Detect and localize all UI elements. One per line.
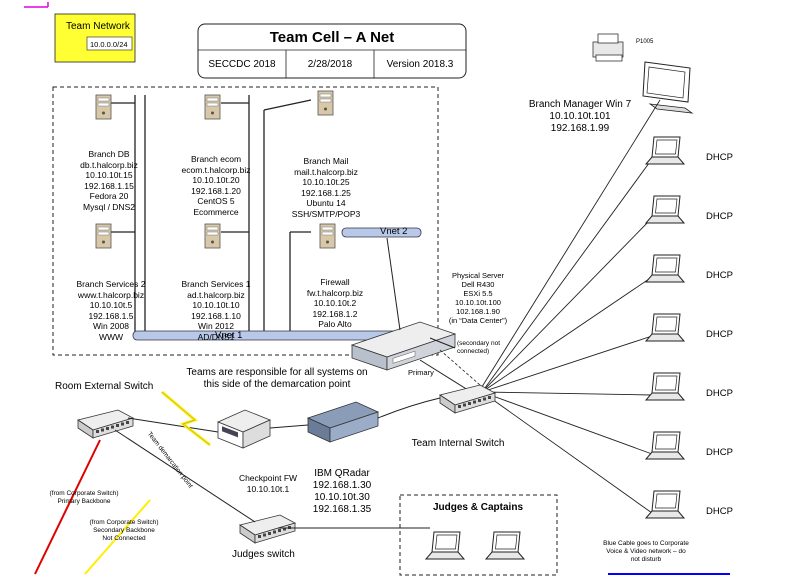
dhcp-label: DHCP [706, 506, 733, 517]
dhcp-cable [481, 391, 653, 455]
dhcp-label: DHCP [706, 388, 733, 399]
laptop-icon [485, 531, 525, 560]
checkpoint-fw-icon [216, 409, 272, 449]
laptop-icon [645, 136, 685, 165]
laptop-icon [645, 490, 685, 519]
server-icon [317, 90, 334, 116]
diagram-date: 2/28/2018 [307, 59, 353, 70]
laptop-icon [425, 531, 465, 560]
laptop-icon [645, 372, 685, 401]
team-network-subnet-box [86, 36, 133, 51]
physical-server-icon [350, 321, 457, 371]
team-internal-switch-icon [439, 384, 496, 414]
vnet2-pipe [341, 227, 422, 238]
event-name: SECCDC 2018 [208, 59, 276, 70]
laptop-icon [645, 254, 685, 283]
blue-cable-note: Blue Cable goes to Corporate Voice & Vid… [603, 540, 689, 563]
dhcp-cable [481, 391, 653, 396]
secondary-not-connected-note: (secondary not connected) [457, 340, 500, 355]
dhcp-cable [481, 217, 653, 393]
dhcp-cable [481, 158, 653, 393]
dhcp-label: DHCP [706, 152, 733, 163]
room-external-switch-icon [77, 409, 134, 439]
server-icon [95, 94, 112, 120]
monitor-icon [642, 61, 694, 114]
room-external-switch-label: Room External Switch [55, 381, 154, 392]
laptop-icon [645, 313, 685, 342]
qradar-icon [306, 401, 380, 443]
printer-icon [592, 33, 624, 62]
primary-link-label: Primary [408, 368, 434, 377]
demarcation-lightning [161, 390, 211, 447]
diagram-version: Version 2018.3 [386, 59, 454, 70]
server-icon [95, 223, 112, 249]
dhcp-label: DHCP [706, 329, 733, 340]
responsibility-note: Teams are responsible for all systems on… [186, 367, 368, 390]
server-icon [204, 223, 221, 249]
vnet2-label: Vnet 2 [380, 226, 408, 237]
dhcp-label: DHCP [706, 270, 733, 281]
team-internal-switch-label: Team Internal Switch [411, 438, 505, 449]
title-block [197, 23, 467, 79]
server-icon [204, 94, 221, 120]
server-zone-boundary [52, 86, 439, 356]
dhcp-label: DHCP [706, 211, 733, 222]
judges-switch-icon [239, 514, 296, 544]
team-network-label: Team Network [66, 21, 130, 32]
judges-captains-label: Judges & Captains [432, 502, 524, 513]
team-network-subnet: 10.0.0.0/24 [90, 40, 128, 49]
dhcp-cable [481, 335, 653, 393]
dhcp-cable [481, 276, 653, 393]
laptop-icon [645, 195, 685, 224]
primary-backbone-label: (from Corporate Switch) Primary Backbone [49, 490, 119, 505]
dhcp-cable [481, 391, 653, 514]
primary-backbone-cable [34, 439, 101, 575]
judges-captains-box [399, 494, 558, 576]
dhcp-label: DHCP [706, 447, 733, 458]
page-title: Team Cell – A Net [269, 29, 395, 46]
judges-switch-label: Judges switch [232, 549, 295, 560]
secondary-backbone-cable [84, 499, 151, 575]
vnet1-label: Vnet 1 [215, 330, 243, 341]
laptop-icon [645, 431, 685, 460]
secondary-backbone-label: (from Corporate Switch) Secondary Backbo… [89, 519, 159, 542]
printer-label: P1005 [636, 39, 654, 45]
